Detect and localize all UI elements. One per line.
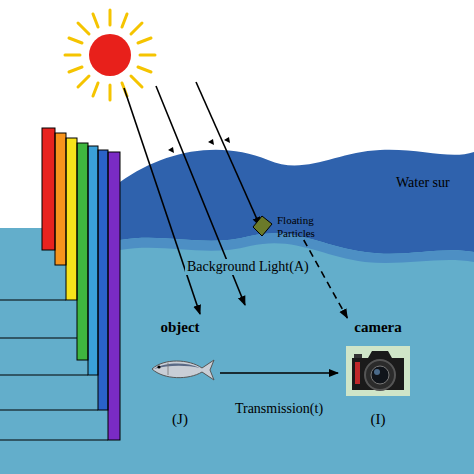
fish-icon [144,338,216,400]
water-surface-wave [120,150,474,254]
camera-icon [342,338,414,400]
camera-node: camera (I) [338,318,418,428]
edge-label: Transmission(t) [235,401,323,417]
node-symbol: (I) [371,410,386,428]
particle-diamond [250,214,274,238]
background-light-label: Background Light(A) [185,259,311,275]
node-title: object [160,318,199,336]
sun [65,10,155,100]
particle-label: Floating Particles [277,214,343,240]
sun-rays [124,82,260,314]
light-spectrum [0,128,120,440]
floating-particle: Floating Particles [250,214,343,240]
object-node: object (J) [140,318,220,428]
node-symbol: (J) [172,410,188,428]
node-title: camera [354,318,401,336]
scatter-arrow [304,240,348,318]
transmission-arrow [220,372,338,374]
surface-label: Water sur [396,175,450,191]
